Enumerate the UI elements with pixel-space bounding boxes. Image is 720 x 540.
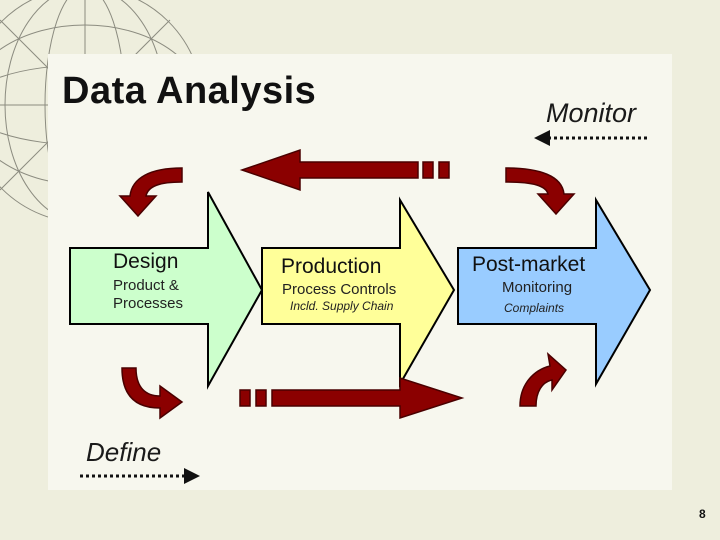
production-stage-note: Incld. Supply Chain	[290, 299, 394, 313]
production-stage-title: Production	[281, 255, 382, 278]
curved-arrow-bottom-left	[121, 367, 184, 420]
design-stage-subtitle-2: Processes	[113, 295, 184, 312]
postmarket-stage-note: Complaints	[504, 301, 565, 315]
slide-title: Data Analysis	[62, 70, 317, 112]
curved-arrow-top-left	[118, 167, 183, 218]
postmarket-block-arrow	[457, 196, 652, 388]
design-stage-subtitle-1: Product &	[113, 277, 179, 294]
define-label: Define	[86, 437, 162, 467]
top-arrow-dash-2	[438, 161, 450, 179]
feedback-arrow-top	[239, 148, 419, 192]
curved-arrow-bottom-right	[519, 352, 567, 407]
production-stage-subtitle: Process Controls	[282, 281, 397, 298]
design-stage-title: Design	[113, 250, 179, 273]
page-number: 8	[699, 507, 706, 521]
postmarket-stage-title: Post-market	[472, 253, 586, 276]
bottom-arrow-dash-1	[239, 389, 251, 407]
curved-arrow-top-right	[505, 167, 576, 216]
monitor-dotted-arrow	[534, 130, 650, 146]
bottom-arrow-dash-2	[255, 389, 267, 407]
design-block-arrow	[69, 191, 264, 390]
monitor-label: Monitor	[546, 98, 637, 128]
top-arrow-dash-1	[422, 161, 434, 179]
production-block-arrow	[261, 196, 456, 388]
define-dotted-arrow	[80, 468, 200, 484]
postmarket-stage-subtitle: Monitoring	[502, 279, 573, 296]
flow-arrow-bottom	[271, 376, 465, 420]
